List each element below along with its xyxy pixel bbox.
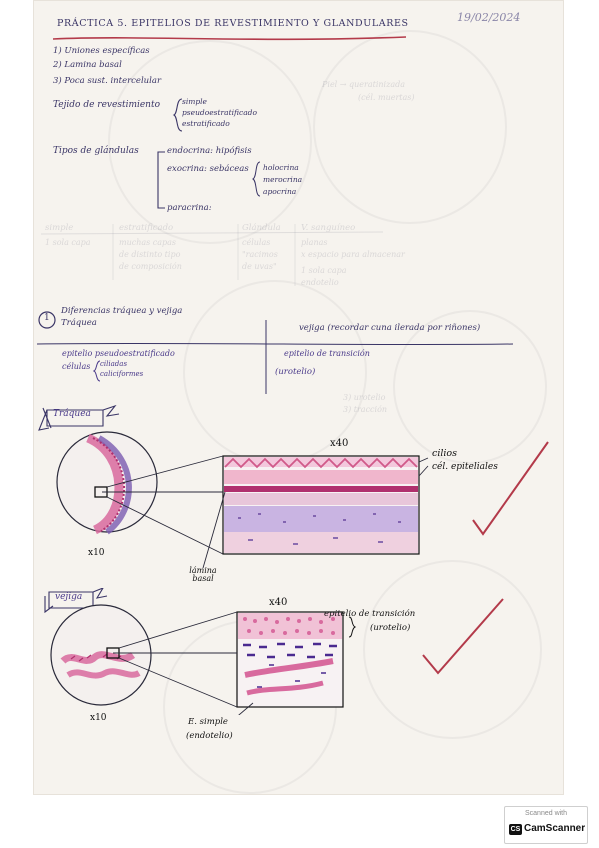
bleed-circle — [313, 30, 507, 224]
label-urotelio: (urotelio) — [370, 623, 411, 633]
faint-table-c3c: de uvas" — [242, 262, 277, 271]
faint-table-c4d: endotelio — [301, 278, 339, 287]
faint-note-b2: 3) tracción — [343, 405, 388, 414]
label-e-simple: E. simple — [188, 717, 228, 727]
label-lamina-basal: lámina basal — [189, 566, 217, 584]
faint-table-h1: simple — [45, 223, 74, 233]
trachea-cells-label: células — [62, 362, 91, 371]
traquea-drawing — [56, 431, 549, 569]
bleed-circle — [363, 560, 542, 739]
camscanner-logo-icon: CS — [509, 824, 522, 835]
faint-table-h4: V. sanguíneo — [301, 223, 356, 233]
faint-note-b1: 3) urotelio — [343, 393, 386, 402]
tejido-type-pseudo: pseudoestratificado — [182, 108, 257, 117]
exo-holocrina: holocrina — [263, 163, 299, 172]
vejiga-urotelio: (urotelio) — [275, 367, 316, 377]
scanner-watermark: Scanned with CS CamScanner — [504, 806, 588, 844]
faint-table-c3a: células — [242, 238, 271, 247]
bleed-circle — [108, 40, 312, 244]
glandula-endocrina: endocrina: hipófisis — [167, 146, 252, 156]
label-endotelio: (endotelio) — [186, 731, 233, 741]
vejiga-heading: vejiga (recordar cuna ilerada por riñone… — [299, 323, 481, 333]
scanner-caption: Scanned with — [524, 810, 568, 817]
faint-note-skin: Piel → queratinizada — [322, 80, 405, 89]
section-number: 1 — [44, 313, 50, 323]
vejiga-mag-low: x10 — [90, 713, 107, 723]
intro-item-1: 1) Uniones específicas — [53, 46, 150, 56]
traquea-mag-high: x40 — [330, 438, 349, 449]
label-cel-epiteliales: cél. epiteliales — [432, 462, 498, 472]
glandulas-label: Tipos de glándulas — [53, 146, 139, 156]
faint-table-c2a: muchas capas — [119, 238, 177, 247]
vejiga-drawing — [50, 598, 504, 715]
trachea-epitelio: epitelio pseudoestratificado — [62, 349, 175, 358]
faint-table-c4c: 1 sola capa — [301, 266, 347, 275]
faint-table-c4a: planas — [301, 238, 328, 247]
vejiga-mag-high: x40 — [269, 597, 288, 608]
section-number-circle — [38, 311, 56, 329]
section1-title: Diferencias tráquea y vejiga — [61, 306, 183, 316]
intro-item-3: 3) Poca sust. intercelular — [53, 76, 162, 86]
traquea-mag-low: x10 — [88, 548, 105, 558]
exo-apocrina: apocrina — [263, 187, 297, 196]
traquea-tag-frame — [38, 404, 120, 431]
faint-table-c3b: "racimos — [242, 250, 278, 259]
tejido-type-estrat: estratificado — [182, 119, 230, 128]
faint-table-c2b: de distinto tipo — [119, 250, 181, 259]
faint-table-h2: estratificado — [119, 223, 174, 233]
tejido-label: Tejido de revestimiento — [53, 100, 161, 110]
notebook-page: PRÁCTICA 5. EPITELIOS DE REVESTIMIENTO Y… — [33, 0, 564, 795]
traquea-tag: Tráquea — [53, 409, 91, 419]
section1-divider — [36, 320, 514, 394]
trachea-cells-caliciformes: caliciformes — [100, 370, 144, 378]
vejiga-epitelio: epitelio de transición — [284, 349, 370, 358]
glandulas-bracket — [157, 151, 165, 209]
label-epitelio-transicion: epitelio de transición — [324, 609, 416, 619]
tejido-brace — [172, 98, 183, 132]
faint-table-c2c: de composición — [119, 262, 182, 271]
section1-traquea-heading: Tráquea — [61, 318, 97, 328]
page-date: 19/02/2024 — [457, 11, 521, 24]
trachea-cells-brace — [93, 360, 101, 382]
vejiga-tag: vejiga — [55, 592, 83, 602]
intro-item-2: 2) Lamina basal — [53, 60, 122, 70]
exocrina-brace — [252, 161, 261, 197]
glandula-exocrina: exocrina: sebáceas — [167, 164, 249, 174]
label-cilios: cilios — [432, 448, 458, 459]
faint-note-cells: (cél. muertas) — [358, 93, 415, 102]
page-title: PRÁCTICA 5. EPITELIOS DE REVESTIMIENTO Y… — [57, 18, 409, 29]
faint-table-h3: Glándula — [242, 223, 281, 233]
title-underline — [52, 36, 407, 41]
trachea-cells-ciliadas: ciliadas — [100, 360, 128, 368]
faint-table-c1: 1 sola capa — [45, 238, 91, 247]
glandula-paracrina: paracrina: — [167, 203, 212, 213]
bleed-circle — [393, 310, 547, 464]
faint-table-lines — [40, 224, 384, 286]
tejido-type-simple: simple — [182, 97, 207, 106]
faint-table-c4b: x espacio para almacenar — [301, 250, 405, 259]
scanner-brand: CamScanner — [524, 823, 586, 834]
exo-merocrina: merocrina — [263, 175, 303, 184]
